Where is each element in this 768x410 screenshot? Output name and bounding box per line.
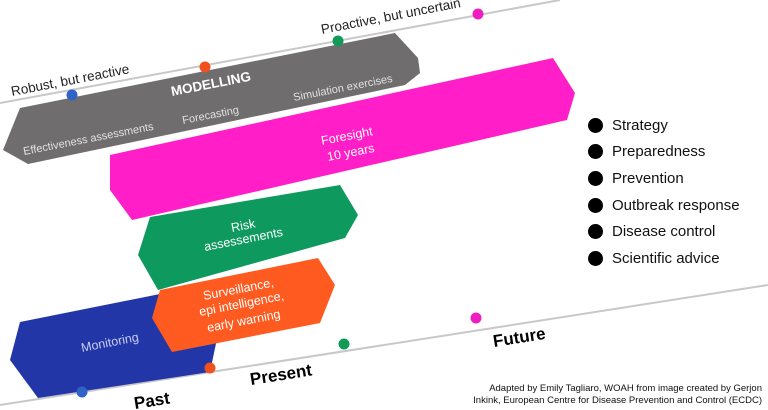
- legend-item: Strategy: [588, 112, 766, 139]
- credit-line-1: Adapted by Emily Tagliaro, WOAH from ima…: [489, 383, 762, 394]
- legend-item: Preparedness: [588, 139, 766, 166]
- bottom-axis-dot-future-green: [338, 338, 350, 350]
- bullet-icon: [588, 197, 603, 213]
- bottom-axis-dot-past: [76, 386, 88, 398]
- legend-label: Scientific advice: [612, 249, 720, 267]
- risk-label: Risk: [230, 216, 257, 235]
- modelling-band: [3, 33, 420, 164]
- legend-label: Preparedness: [612, 143, 706, 161]
- top-axis-line: [0, 0, 561, 104]
- legend-label: Prevention: [612, 169, 684, 187]
- legend-item: Scientific advice: [588, 245, 766, 272]
- bottom-axis-line: [0, 284, 768, 406]
- legend-item: Disease control: [588, 218, 766, 245]
- top-axis-dot-modelling: [199, 61, 211, 73]
- foresight-band: [110, 58, 575, 220]
- bullet-icon: [588, 117, 603, 133]
- bottom-axis-dot-present: [204, 362, 216, 374]
- credit-text: Adapted by Emily Tagliaro, WOAH from ima…: [470, 383, 762, 407]
- label-future: Future: [492, 324, 547, 351]
- legend-label: Strategy: [612, 116, 668, 134]
- label-past: Past: [133, 389, 172, 410]
- legend-item: Prevention: [588, 165, 766, 192]
- bullet-icon: [588, 224, 603, 240]
- risk-band: [138, 185, 358, 290]
- legend-label: Disease control: [612, 223, 716, 241]
- bullet-icon: [588, 250, 603, 266]
- top-axis-dot-proactive: [332, 35, 344, 47]
- bullet-icon: [588, 144, 603, 160]
- legend-item: Outbreak response: [588, 192, 766, 219]
- credit-line-2: Inkink, European Centre for Disease Prev…: [473, 395, 762, 406]
- top-axis-dot-robust: [66, 89, 78, 101]
- top-axis-dot-magenta: [472, 8, 484, 20]
- bullet-icon: [588, 170, 603, 186]
- bottom-axis-dot-future-magenta: [470, 312, 482, 324]
- legend-label: Outbreak response: [612, 196, 740, 214]
- surveillance-band: [152, 258, 335, 352]
